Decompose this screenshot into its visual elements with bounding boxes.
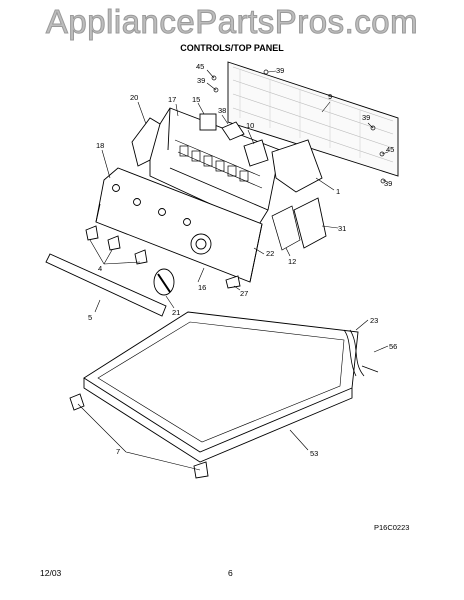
callout-18: 18 bbox=[96, 141, 104, 150]
part-12 bbox=[271, 205, 301, 251]
part-15 bbox=[199, 113, 217, 131]
callout-27: 27 bbox=[240, 289, 248, 298]
callout-56: 56 bbox=[389, 342, 397, 351]
console-panel bbox=[95, 167, 263, 283]
callout-15: 15 bbox=[192, 95, 200, 104]
part-27 bbox=[225, 275, 241, 289]
end-cap bbox=[131, 117, 161, 167]
control-module bbox=[271, 139, 323, 193]
knobs bbox=[85, 225, 148, 265]
callout-31: 31 bbox=[338, 224, 346, 233]
callout-53: 53 bbox=[310, 449, 318, 458]
wire-harness bbox=[343, 329, 379, 377]
callout-39: 39 bbox=[384, 179, 392, 188]
callout-16: 16 bbox=[198, 283, 206, 292]
part-38 bbox=[221, 121, 245, 141]
callout-17: 17 bbox=[168, 95, 176, 104]
callout-labels: 45 39 39 9 39 45 39 20 17 15 38 10 18 1 … bbox=[88, 62, 409, 532]
footer-date: 12/03 bbox=[40, 568, 62, 578]
drawing-id: P16C0223 bbox=[374, 523, 409, 532]
part-10 bbox=[243, 139, 269, 167]
callout-39: 39 bbox=[362, 113, 370, 122]
callout-39: 39 bbox=[276, 66, 284, 75]
end-cap-right bbox=[293, 197, 327, 249]
diagram-title: CONTROLS/TOP PANEL bbox=[180, 43, 284, 53]
large-knob bbox=[153, 268, 175, 296]
callout-4: 4 bbox=[98, 264, 102, 273]
leader-lines bbox=[77, 69, 389, 471]
callout-5: 5 bbox=[88, 313, 92, 322]
trim-strip bbox=[45, 253, 167, 317]
footer-page: 6 bbox=[228, 568, 233, 578]
callout-22: 22 bbox=[266, 249, 274, 258]
callout-23: 23 bbox=[370, 316, 378, 325]
callout-10: 10 bbox=[246, 121, 254, 130]
top-panel bbox=[83, 311, 359, 463]
callout-20: 20 bbox=[130, 93, 138, 102]
callout-9: 9 bbox=[328, 92, 332, 101]
control-housing bbox=[149, 107, 281, 227]
callout-45: 45 bbox=[196, 62, 204, 71]
callout-7: 7 bbox=[116, 447, 120, 456]
callout-1: 1 bbox=[336, 187, 340, 196]
hinge-right bbox=[193, 461, 209, 479]
watermark: AppliancePartsPros.com bbox=[45, 3, 419, 41]
callout-21: 21 bbox=[172, 308, 180, 317]
callout-38: 38 bbox=[218, 106, 226, 115]
back-panel bbox=[227, 61, 399, 177]
callout-39: 39 bbox=[197, 76, 205, 85]
screws bbox=[211, 69, 386, 184]
callout-45: 45 bbox=[386, 145, 394, 154]
callout-12: 12 bbox=[288, 257, 296, 266]
hinge-left bbox=[69, 393, 85, 411]
